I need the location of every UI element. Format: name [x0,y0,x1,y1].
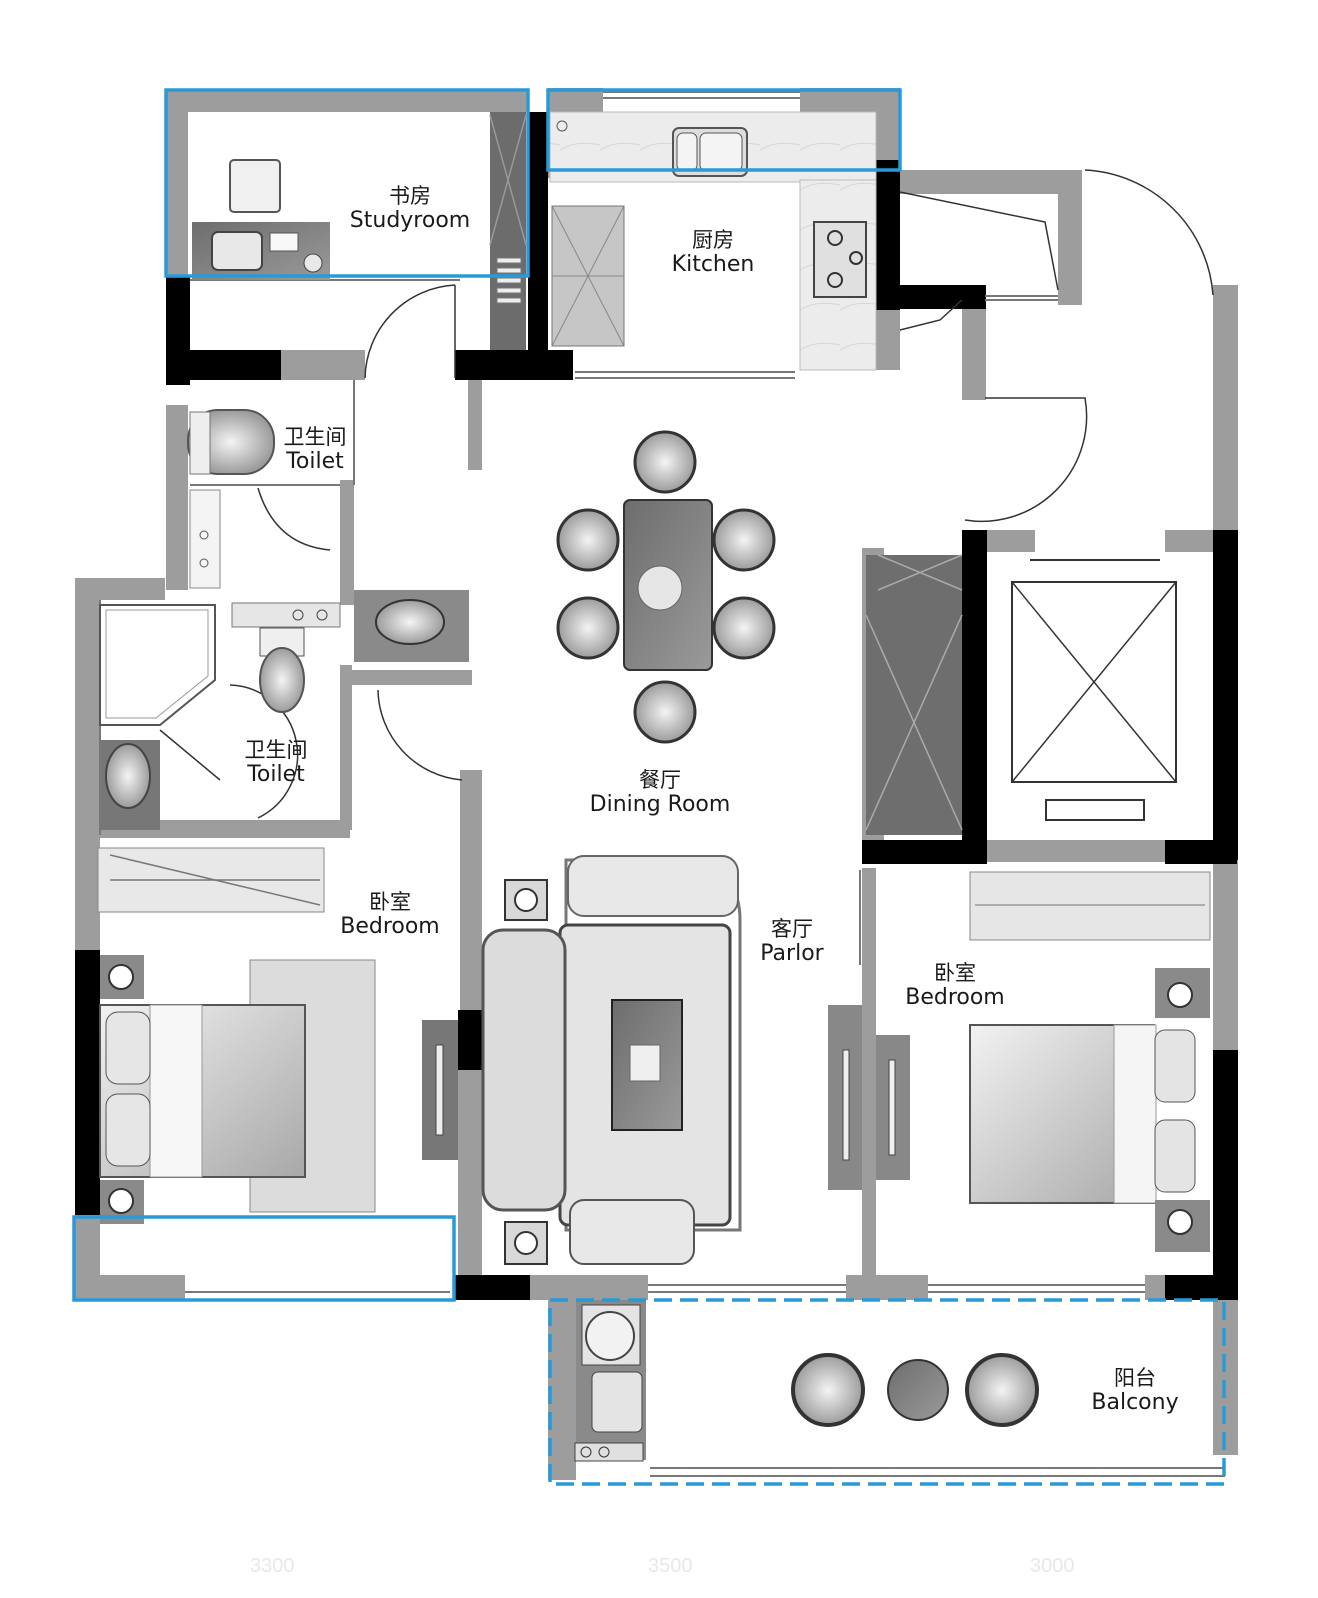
label-zh: 卫生间 [283,425,347,449]
label-zh: 卧室 [369,890,411,914]
label-en: Parlor [760,941,824,967]
bedroom-bay-highlight [72,1215,456,1302]
balcony-furniture [574,1300,1039,1462]
upper-toilet-fixtures [187,409,275,589]
room-label-parlor: 客厅 Parlor [742,917,842,966]
room-label-studyroom: 书房 Studyroom [340,184,480,233]
kitchen-highlight [546,88,902,172]
right-bedroom-furniture [828,554,1211,1252]
label-zh: 卫生间 [244,738,308,762]
lower-toilet-fixtures [99,590,469,830]
label-en: Studyroom [349,208,471,234]
dimension-label: 3000 [1030,1555,1075,1577]
room-label-dining: 餐厅 Dining Room [575,768,745,817]
room-label-kitchen: 厨房 Kitchen [643,228,783,277]
study-furniture [192,112,527,350]
label-en: Bedroom [340,914,440,940]
label-en: Toilet [247,762,305,788]
label-en: Bedroom [905,985,1005,1011]
label-zh: 客厅 [771,917,813,941]
label-zh: 书房 [389,184,431,208]
label-zh: 餐厅 [639,768,681,792]
label-en: Toilet [286,449,344,475]
label-zh: 阳台 [1114,1366,1156,1390]
room-label-balcony: 阳台 Balcony [1080,1366,1190,1415]
label-zh: 卧室 [934,961,976,985]
balcony-highlight [548,1298,1226,1486]
structural-walls [75,112,1238,1300]
left-bedroom-furniture [97,847,458,1224]
room-label-bedroom-left: 卧室 Bedroom [330,890,450,939]
highlight-outlines [72,88,1226,1486]
room-label-bedroom-right: 卧室 Bedroom [895,961,1015,1010]
room-label-toilet-upper: 卫生间 Toilet [265,425,365,474]
room-label-toilet-lower: 卫生间 Toilet [226,738,326,787]
label-zh: 厨房 [692,228,734,252]
dining-furniture [556,430,776,744]
studyroom-highlight [164,88,530,278]
door-swings [159,169,1214,819]
label-en: Balcony [1091,1390,1179,1416]
dimension-label: 3300 [250,1555,295,1577]
parlor-furniture [481,855,742,1265]
dimension-label: 3500 [648,1555,693,1577]
label-en: Kitchen [671,252,755,278]
label-en: Dining Room [589,792,731,818]
